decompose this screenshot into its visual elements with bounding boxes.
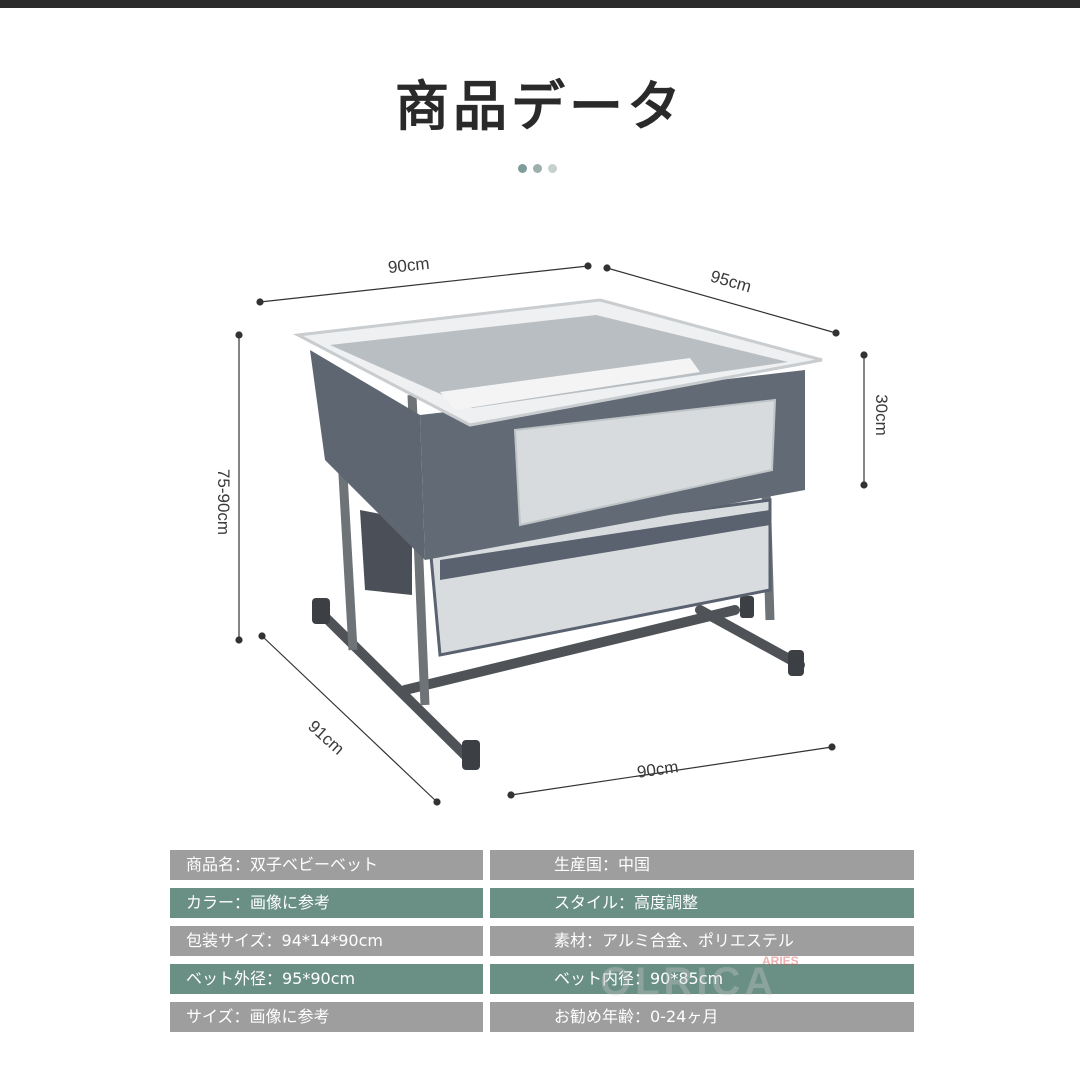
watermark-small: ARIES <box>762 954 799 968</box>
spec-row: サイズ：画像に参考 お勧め年齢：0-24ヶ月 <box>170 1002 914 1032</box>
spec-row: ベット外径：95*90cm ベット内径：90*85cm <box>170 964 914 994</box>
spec-row: 包装サイズ：94*14*90cm 素材：アルミ合金、ポリエステル <box>170 926 914 956</box>
dimension-lines <box>235 262 868 806</box>
inner-mattress <box>330 315 788 408</box>
spec-row: カラー：画像に参考 スタイル：高度調整 <box>170 888 914 918</box>
spec-cell-right: 生産国：中国 <box>490 850 914 880</box>
decorative-dots <box>518 164 557 173</box>
spec-cell-right: お勧め年齢：0-24ヶ月 <box>490 1002 914 1032</box>
front-mesh-window <box>513 398 777 527</box>
top-bar <box>0 0 1080 8</box>
spec-cell-left: 包装サイズ：94*14*90cm <box>170 926 483 956</box>
page-title: 商品データ <box>395 75 685 138</box>
spec-cell-right: ベット内径：90*85cm <box>490 964 914 994</box>
wheels <box>312 596 804 770</box>
spec-cell-left: カラー：画像に参考 <box>170 888 483 918</box>
spec-cell-right: スタイル：高度調整 <box>490 888 914 918</box>
baby-bed-illustration <box>235 262 868 806</box>
lower-basket-rim <box>440 510 770 580</box>
spec-row: 商品名：双子ベビーベット 生産国：中国 <box>170 850 914 880</box>
dim-side-height: 30cm <box>871 394 891 436</box>
spec-cell-left: 商品名：双子ベビーベット <box>170 850 483 880</box>
watermark: OLRICA <box>600 960 778 1004</box>
center-divider <box>440 358 700 410</box>
bed-left-side <box>310 350 425 560</box>
spec-cell-right: 素材：アルミ合金、ポリエステル <box>490 926 914 956</box>
base-frame <box>313 605 805 765</box>
spec-cell-left: ベット外径：95*90cm <box>170 964 483 994</box>
dot-3 <box>548 164 557 173</box>
spec-cell-left: サイズ：画像に参考 <box>170 1002 483 1032</box>
dim-total-height: 75-90cm <box>214 468 234 536</box>
dot-2 <box>533 164 542 173</box>
dot-1 <box>518 164 527 173</box>
